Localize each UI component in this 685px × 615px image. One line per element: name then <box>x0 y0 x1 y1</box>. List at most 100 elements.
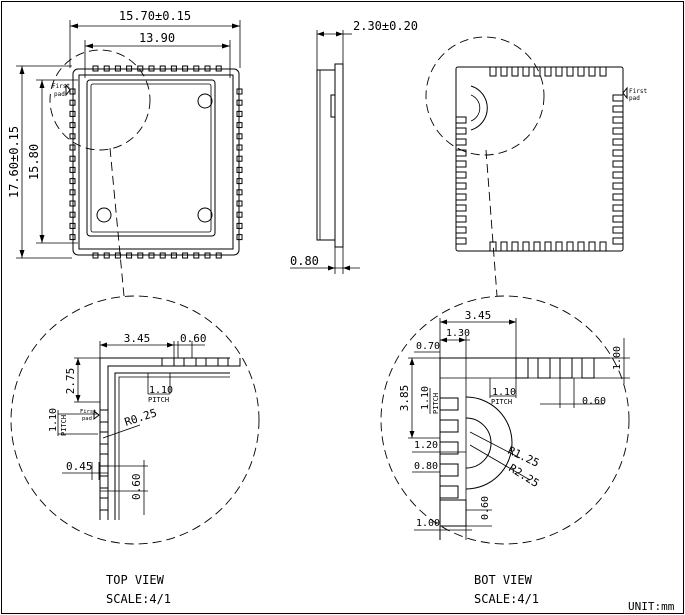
top-detail-circle <box>10 295 260 545</box>
pad <box>100 453 109 467</box>
pad <box>544 67 552 77</box>
bot-detail-circle <box>380 295 630 545</box>
pad <box>577 67 585 77</box>
bot-detail-dim-3-85: 3.85 <box>398 385 411 412</box>
top-detail-dim-0-60-bottom: 0.60 <box>130 474 143 501</box>
top-view: First pad 15.70±0.15 13.90 17.60±0.15 15… <box>7 9 243 297</box>
pad <box>612 204 623 212</box>
pad <box>588 241 596 251</box>
bot-view-outline <box>455 66 624 252</box>
top-detail-first-pad-label: First <box>80 409 97 415</box>
top-view-outline <box>72 68 240 256</box>
pad <box>205 358 219 367</box>
bot-view-ground-arc <box>470 85 488 131</box>
top-detail-radius: R0.25 <box>123 406 159 429</box>
pad <box>456 127 467 135</box>
pad <box>588 67 596 77</box>
pad <box>612 105 623 113</box>
pad <box>612 193 623 201</box>
pad <box>566 241 574 251</box>
top-view-shield <box>86 79 216 237</box>
bot-detail-pitch-top: PITCH <box>491 398 512 406</box>
top-detail-dim-3-45: 3.45 <box>124 332 151 345</box>
top-view-shield-inner <box>90 83 212 233</box>
top-view-pads <box>69 65 243 259</box>
top-detail-first-pad-label-2: pad <box>82 416 92 422</box>
top-view-hole-1 <box>197 93 213 109</box>
pad <box>537 358 551 379</box>
dim-pad: 0.80 <box>290 254 319 268</box>
pad <box>440 485 459 499</box>
pad <box>612 160 623 168</box>
top-detail-pitch-left: PITCH <box>60 415 68 436</box>
bot-view-caption: BOT VIEW <box>474 573 533 587</box>
pad <box>100 475 109 489</box>
pad <box>544 241 552 251</box>
bot-detail-dim-0-60-right: 0.60 <box>582 396 606 407</box>
top-view-inner-outline <box>78 74 234 250</box>
pad <box>456 226 467 234</box>
dim-overall-height: 17.60±0.15 <box>7 126 21 198</box>
pad <box>612 116 623 124</box>
top-view-caption: TOP VIEW <box>106 573 165 587</box>
pad <box>456 204 467 212</box>
pad <box>456 182 467 190</box>
pad <box>440 419 459 433</box>
pad <box>577 241 585 251</box>
pad <box>555 67 563 77</box>
dim-inner-width: 13.90 <box>139 31 175 45</box>
pad <box>100 431 109 445</box>
pad <box>612 182 623 190</box>
bot-detail-dim-1-00-bottom: 1.00 <box>416 518 440 529</box>
bot-detail-dim-3-45: 3.45 <box>465 309 492 322</box>
pad <box>500 241 508 251</box>
bot-detail-dim-1-30: 1.30 <box>446 328 470 339</box>
pad <box>456 160 467 168</box>
bot-detail-dim-1-10-left: 1.10 <box>420 386 431 410</box>
top-detail: First pad 3.45 0.60 2.75 1.10 PITCH 1.10… <box>10 295 260 545</box>
pad <box>440 397 459 411</box>
dim-inner-height: 15.80 <box>27 144 41 180</box>
pad <box>100 497 109 511</box>
bot-view-detail-leader <box>485 149 498 297</box>
pad <box>489 67 497 77</box>
pad <box>511 241 519 251</box>
pad <box>612 138 623 146</box>
pad <box>612 215 623 223</box>
pad <box>456 237 467 245</box>
pad <box>533 67 541 77</box>
pad <box>456 171 467 179</box>
unit-label: UNIT:mm <box>628 600 675 613</box>
side-view-pcb <box>334 63 344 248</box>
top-view-hole-3 <box>197 207 213 223</box>
top-view-first-pad-marker <box>65 83 71 97</box>
pad <box>456 215 467 223</box>
top-view-detail-leader <box>109 147 125 297</box>
top-detail-dim-0-45: 0.45 <box>66 460 93 473</box>
top-view-detail-circle <box>49 49 151 151</box>
pad <box>515 358 529 379</box>
pad <box>612 237 623 245</box>
bot-detail-dim-0-70: 0.70 <box>416 341 440 352</box>
top-view-scale: SCALE:4/1 <box>106 592 171 606</box>
top-detail-dim-1-10-left: 1.10 <box>48 408 59 432</box>
pad <box>161 358 175 367</box>
bot-view-first-pad-label-2: pad <box>629 95 640 102</box>
pad <box>522 67 530 77</box>
pad <box>599 67 607 77</box>
pad <box>612 94 623 102</box>
pad <box>533 241 541 251</box>
pad <box>511 67 519 77</box>
pad <box>581 358 595 379</box>
bot-detail-dim-1-20: 1.20 <box>414 440 438 451</box>
bot-view-detail-circle <box>425 36 545 156</box>
pad <box>183 358 197 367</box>
pad <box>559 358 573 379</box>
bot-view-first-pad-label: First <box>629 88 647 95</box>
pad <box>500 67 508 77</box>
bot-detail-dim-1-00-right: 1.00 <box>612 346 623 370</box>
pad <box>440 463 459 477</box>
bot-view-first-pad-marker <box>622 86 628 100</box>
